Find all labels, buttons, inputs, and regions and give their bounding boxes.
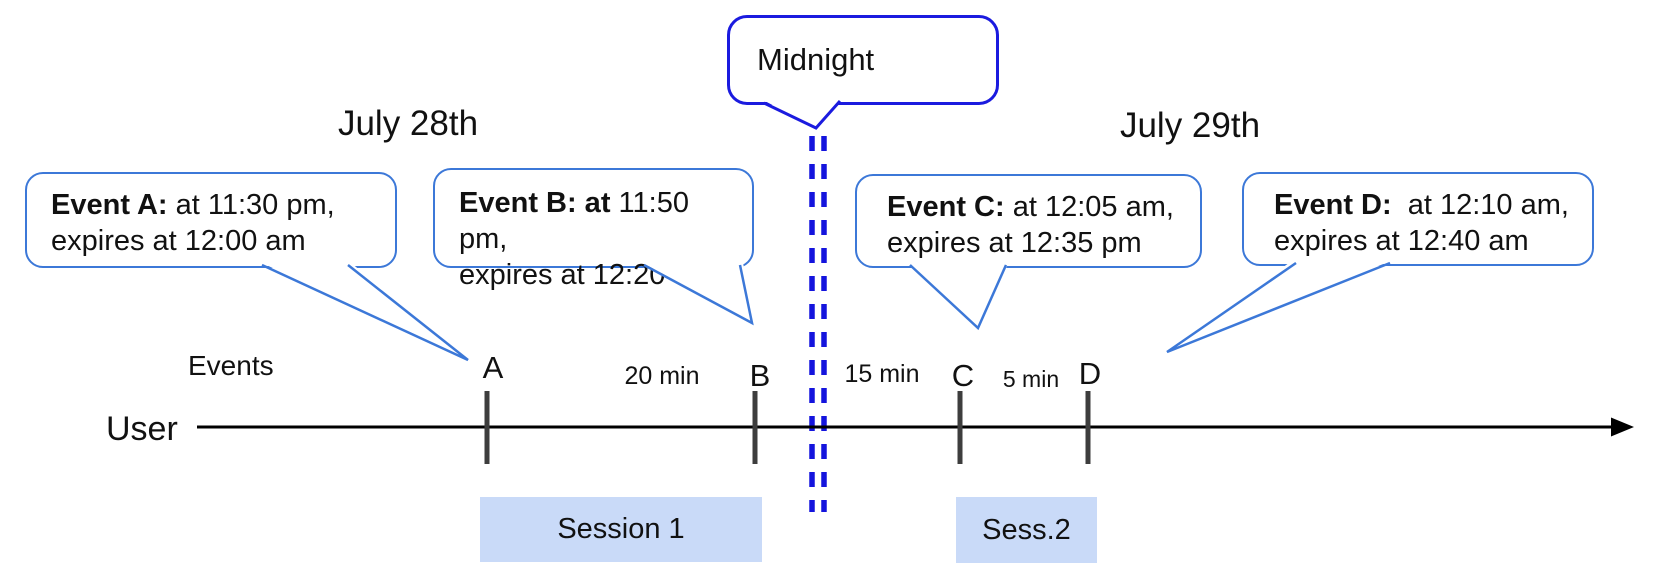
date-heading-july-28: July 28th (337, 104, 479, 143)
midnight-callout-label: Midnight (757, 42, 875, 77)
user-axis-label: User (106, 410, 178, 448)
callout-event-b-line1: Event B: at 11:50 pm, (459, 185, 742, 257)
callout-event-a: Event A: at 11:30 pm, expires at 12:00 a… (25, 172, 397, 268)
callout-event-c-line1: Event C: at 12:05 am, (887, 189, 1190, 225)
callout-event-d-line2: expires at 12:40 am (1274, 225, 1529, 257)
callout-event-b: Event B: at 11:50 pm, expires at 12:20 a… (433, 168, 754, 291)
tick-label-b: B (749, 358, 771, 393)
midnight-callout: Midnight (727, 15, 999, 105)
tick-label-d: D (1078, 356, 1102, 391)
tick-label-a: A (482, 350, 504, 385)
interval-label-20min: 20 min (624, 362, 700, 390)
session-2-label: Sess.2 (982, 513, 1071, 546)
callout-event-d: Event D: at 12:10 am, expires at 12:40 a… (1242, 172, 1594, 266)
callout-d-tail (1166, 261, 1391, 354)
callout-event-b-time: 11:50 pm, (459, 187, 698, 255)
callout-c-tail (909, 264, 1008, 331)
date-heading-july-29: July 29th (1119, 106, 1261, 145)
interval-label-15min: 15 min (844, 360, 920, 388)
axis-arrowhead-icon (1611, 417, 1634, 437)
callout-event-a-time: at 11:30 pm, (167, 189, 335, 221)
callout-event-b-bold: Event B: at (459, 187, 611, 219)
callout-event-c-line2: expires at 12:35 pm (887, 227, 1142, 259)
callout-event-d-line1: Event D: at 12:10 am, (1274, 187, 1582, 223)
callout-event-c-time: at 12:05 am, (1004, 191, 1174, 223)
callout-c-tail-fill (907, 262, 1009, 328)
callout-event-a-line1: Event A: at 11:30 pm, (51, 187, 385, 223)
tick-label-c: C (951, 358, 975, 393)
interval-label-5min: 5 min (1002, 366, 1060, 392)
callout-event-a-line2: expires at 12:00 am (51, 225, 306, 257)
callout-event-c-bold: Event C: (887, 191, 1005, 223)
session-1-label: Session 1 (557, 513, 685, 545)
callout-event-c: Event C: at 12:05 am, expires at 12:35 p… (855, 174, 1202, 268)
callout-event-d-time: at 12:10 am, (1399, 189, 1569, 221)
callout-a-tail-fill (260, 262, 468, 360)
callout-event-b-line2: expires at 12:20 am (459, 259, 714, 291)
callout-event-a-bold: Event A: (51, 189, 168, 221)
midnight-callout-tail (763, 100, 842, 130)
callout-a-tail (261, 263, 469, 362)
callout-d-tail-fill (1167, 260, 1393, 352)
session-2-box: Sess.2 (956, 497, 1097, 563)
events-row-label: Events (188, 350, 274, 381)
callout-event-d-bold: Event D: (1274, 189, 1400, 221)
session-1-box: Session 1 (480, 497, 762, 562)
